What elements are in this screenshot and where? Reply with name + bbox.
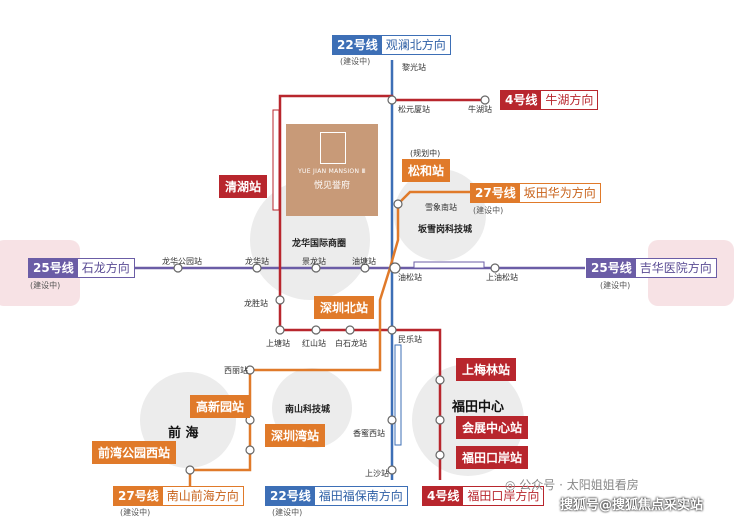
- hatch-segment-3: [394, 344, 402, 446]
- line-27-south-note: (建设中): [120, 508, 151, 517]
- station-youtang: 油塘站: [352, 257, 376, 266]
- area-nanshan-tech: 南山科技城: [285, 405, 331, 415]
- station-box-shenzhenwan: 深圳湾站: [265, 424, 326, 447]
- project-logo-icon: [320, 132, 346, 164]
- station-xili: 西丽站: [224, 366, 248, 375]
- station-box-songhe: 松和站: [402, 159, 451, 182]
- station-jinglong: 景龙站: [302, 257, 326, 266]
- station-dots: [173, 95, 500, 475]
- line-4-north-tag: 4号线 牛湖方向: [500, 90, 599, 110]
- station-youtang2: 油松站: [398, 273, 422, 282]
- line-22-south-tag: 22号线 福田福保南方向: [265, 486, 408, 506]
- station-songhe-plan: (规划中): [410, 149, 441, 158]
- station-baishilong: 白石龙站: [335, 339, 367, 348]
- project-name-en: YUE JIAN MANSION Ⅲ: [298, 168, 366, 175]
- line-27-east-tag: 27号线 坂田华为方向: [470, 183, 601, 203]
- hatch-segment-1: [272, 109, 280, 211]
- station-longhua-park: 龙华公园站: [162, 257, 202, 266]
- source-credit: ◎ 公众号 · 太阳姐姐看房: [505, 478, 639, 492]
- station-niuhu: 牛湖站: [468, 105, 492, 114]
- line-27-path: [188, 190, 470, 490]
- station-box-qinghu: 清湖站: [219, 175, 268, 198]
- station-box-futian-kouan: 福田口岸站: [456, 446, 529, 469]
- area-longhua-cbd: 龙华国际商圈: [292, 239, 347, 249]
- sohu-wechat-icon: ◎: [505, 478, 520, 492]
- project-card: YUE JIAN MANSION Ⅲ 悦见誉府: [286, 124, 378, 216]
- area-futian-center: 福田中心: [452, 400, 505, 415]
- line-25-east-tag: 25号线 吉华医院方向: [586, 258, 717, 278]
- project-name-cn: 悦见誉府: [313, 181, 350, 191]
- station-shangtang: 上塘站: [266, 339, 290, 348]
- line-27-east-note: (建设中): [473, 206, 504, 215]
- station-minle: 民乐站: [398, 335, 422, 344]
- station-box-shenzhen-north: 深圳北站: [314, 296, 375, 319]
- station-shangyousong: 上油松站: [486, 273, 518, 282]
- hatch-segment-2: [413, 261, 485, 269]
- line-22-north-tag: 22号线 观澜北方向: [332, 35, 451, 55]
- station-xiangmixi: 香蜜西站: [353, 429, 385, 438]
- line-25-west-tag: 25号线 石龙方向: [28, 258, 135, 278]
- line-25-west-note: (建设中): [30, 281, 61, 290]
- station-hongshan: 红山站: [302, 339, 326, 348]
- station-box-gaoxinyuan: 高新园站: [190, 395, 251, 418]
- line-22-north-note: (建设中): [340, 57, 371, 66]
- station-xuexiang: 雪象南站: [425, 203, 457, 212]
- line-27-south-tag: 27号线 南山前海方向: [113, 486, 244, 506]
- station-longsheng: 龙胜站: [244, 299, 268, 308]
- line-25-east-note: (建设中): [600, 281, 631, 290]
- station-shangsha: 上沙站: [365, 469, 389, 478]
- watermark-text: 搜狐号@搜狐焦点采实站: [560, 498, 704, 513]
- area-bantian: 坂雪岗科技城: [418, 225, 473, 235]
- station-box-shangmeilin: 上梅林站: [456, 358, 517, 381]
- station-box-qianwan-park: 前湾公园西站: [92, 441, 177, 464]
- station-longhua: 龙华站: [245, 257, 269, 266]
- line-22-south-note: (建设中): [272, 508, 303, 517]
- line-4-south-tag: 4号线 福田口岸方向: [422, 486, 545, 506]
- station-songyuansha: 松元厦站: [398, 105, 430, 114]
- station-box-huizhan: 会展中心站: [456, 416, 529, 439]
- area-qianhai: 前 海: [168, 426, 199, 441]
- station-liguang: 黎光站: [402, 63, 426, 72]
